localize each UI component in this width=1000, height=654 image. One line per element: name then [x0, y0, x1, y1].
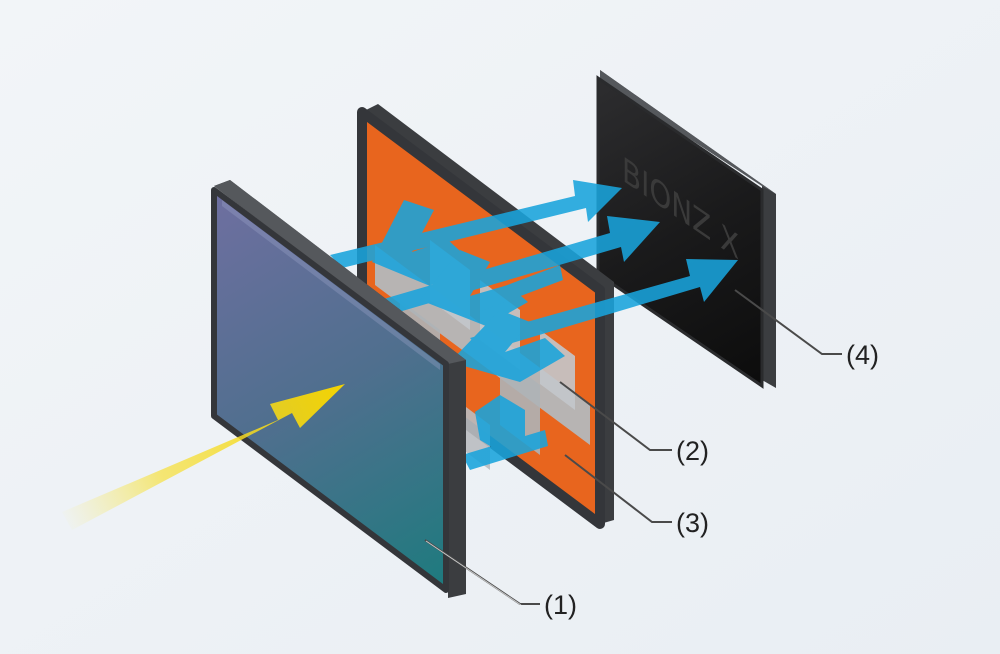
label-circuit: (2) — [676, 436, 709, 466]
data-flow-path — [475, 395, 525, 452]
callout-memory: (3) — [564, 454, 709, 538]
data-flow-arrow — [468, 265, 563, 314]
label-processor: (4) — [846, 340, 879, 370]
callout-processor: (4) — [734, 289, 879, 370]
label-memory: (3) — [676, 508, 709, 538]
data-flow-path — [372, 200, 470, 286]
data-flow-arrow — [462, 430, 548, 470]
processor-chip: BIONZ X — [596, 70, 776, 389]
callout-circuit: (2) — [559, 381, 709, 466]
data-flow-path — [450, 310, 565, 382]
data-flow-arrow — [470, 259, 738, 352]
label-sensor: (1) — [544, 590, 577, 620]
data-flow-arrows — [330, 180, 738, 470]
incoming-light-arrow — [62, 384, 345, 530]
callout-sensor: (1) — [424, 539, 577, 620]
data-flow-path — [420, 250, 528, 326]
